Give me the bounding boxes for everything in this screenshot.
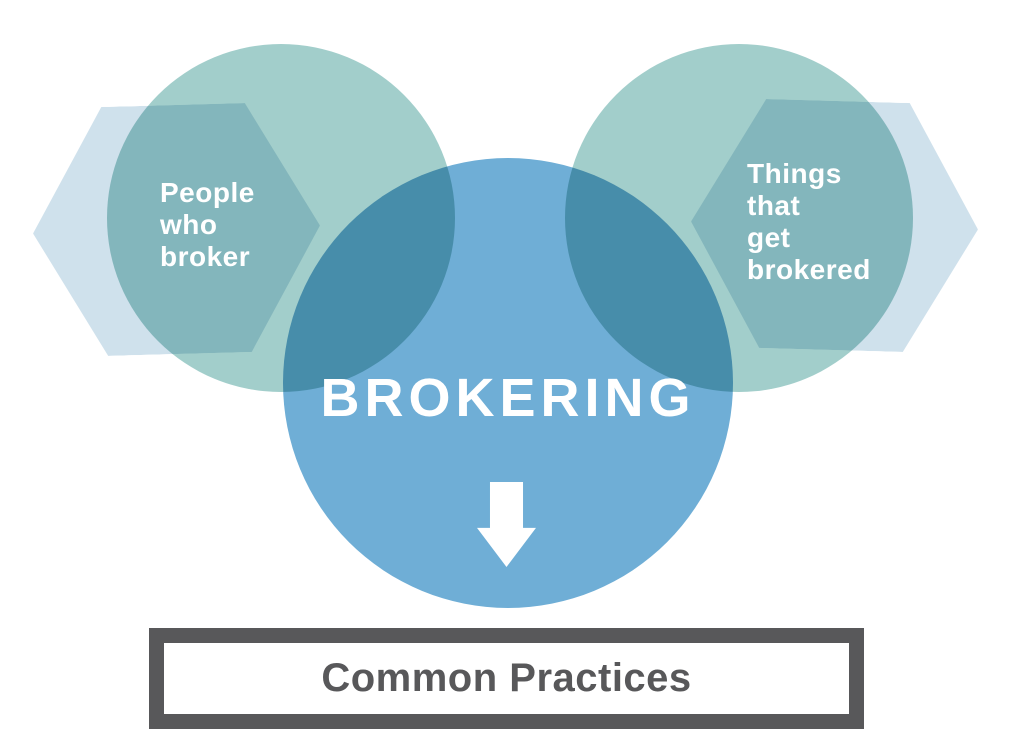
people-who-broker-label: People who broker	[160, 177, 255, 272]
brokering-title: BROKERING	[320, 368, 696, 428]
common-practices-box: Common Practices	[149, 628, 864, 729]
common-practices-label: Common Practices	[321, 656, 692, 700]
things-that-get-brokered-label: Things that get brokered	[747, 158, 871, 285]
